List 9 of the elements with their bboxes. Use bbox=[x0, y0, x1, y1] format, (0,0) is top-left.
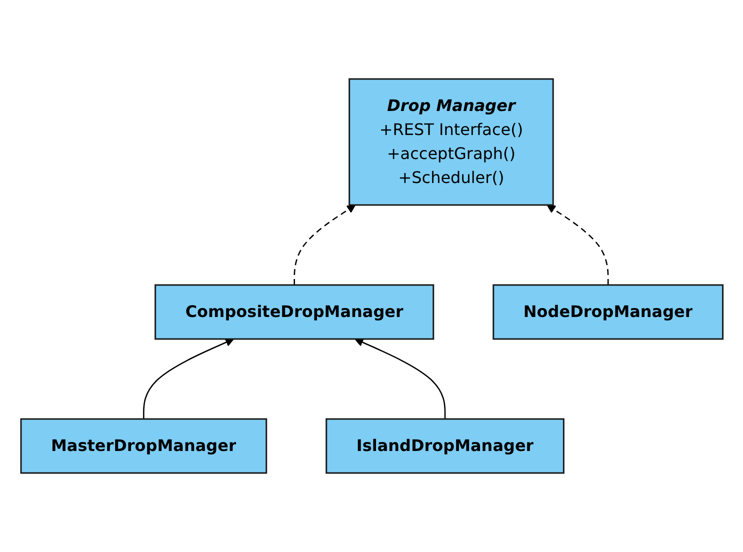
node-box: Drop Manager +REST Interface() +acceptGraph() +Scheduler() bbox=[348, 78, 554, 206]
arrow bbox=[142, 338, 234, 419]
node-box: CompositeDropManager bbox=[154, 284, 434, 340]
arrow bbox=[546, 204, 608, 285]
node-box: NodeDropManager bbox=[492, 284, 724, 340]
node-box: IslandDropManager bbox=[325, 418, 564, 474]
node-box: MasterDropManager bbox=[20, 418, 267, 474]
arrow bbox=[293, 204, 356, 285]
arrow bbox=[354, 338, 446, 419]
